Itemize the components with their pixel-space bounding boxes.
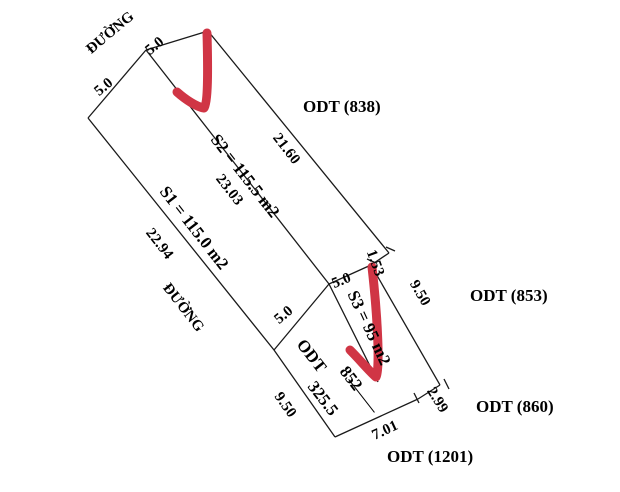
edge-top-left-end	[87, 49, 147, 119]
neighbor-label-odt-1201: ODT (1201)	[387, 447, 474, 466]
red-annotations	[172, 28, 383, 382]
tick-right-upper	[385, 246, 396, 252]
divider-mid-upper	[328, 264, 372, 285]
divider-mid-lower	[273, 283, 330, 351]
neighbor-label-odt-853: ODT (853)	[470, 286, 548, 305]
edge-bottom-right-2-99	[417, 384, 441, 400]
check-mark-lower-icon	[345, 262, 383, 382]
neighbor-label-odt-860: ODT (860)	[476, 397, 554, 416]
tick-right-lower-a	[366, 258, 377, 264]
check-mark-upper-icon	[172, 28, 213, 113]
edge-right-9-50	[370, 264, 441, 386]
edge-bottom-long	[87, 117, 336, 438]
edge-bottom-right-7-01	[334, 398, 419, 438]
tick-bottom-right-a	[443, 378, 450, 390]
neighbor-label-odt-838: ODT (838)	[303, 97, 381, 116]
tick-bottom-right-b	[413, 392, 420, 404]
